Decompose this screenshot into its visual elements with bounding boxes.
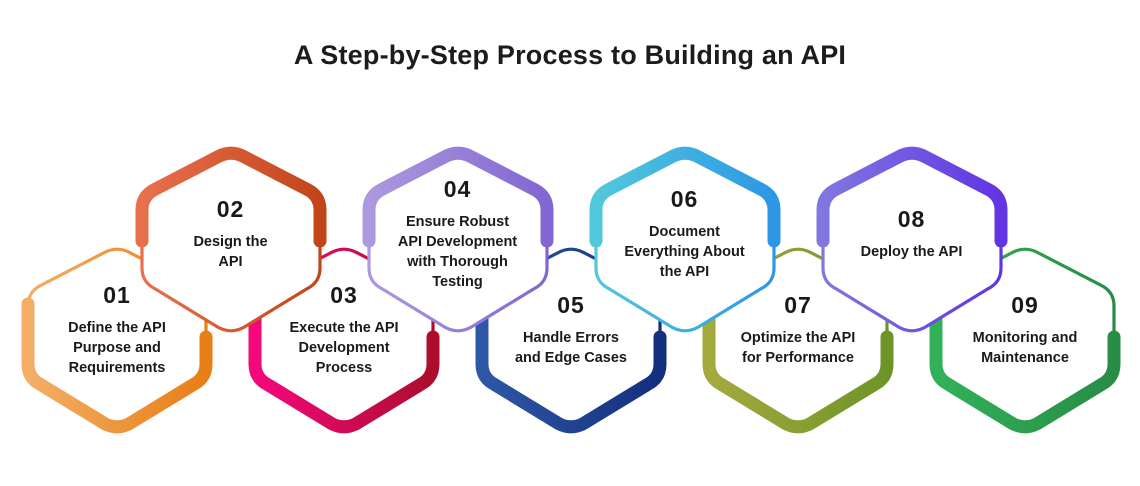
hexagon-accent-border [475, 297, 667, 434]
hexagon-shape [816, 146, 1007, 333]
hexagon-accent-border [816, 146, 1007, 248]
hexagon-accent-border [929, 297, 1121, 434]
hexagon-shape [135, 146, 326, 333]
hexagon-accent-border [21, 297, 213, 434]
hexagon-accent-border [589, 146, 780, 248]
page-title: A Step-by-Step Process to Building an AP… [293, 40, 847, 70]
hexagon-accent-border [135, 146, 326, 248]
hexagon-shape [589, 146, 780, 333]
hexagon-shape [362, 146, 553, 333]
hexagon-accent-border [248, 297, 440, 434]
hexagon-accent-border [702, 297, 894, 434]
hexagon-accent-border [362, 146, 553, 248]
